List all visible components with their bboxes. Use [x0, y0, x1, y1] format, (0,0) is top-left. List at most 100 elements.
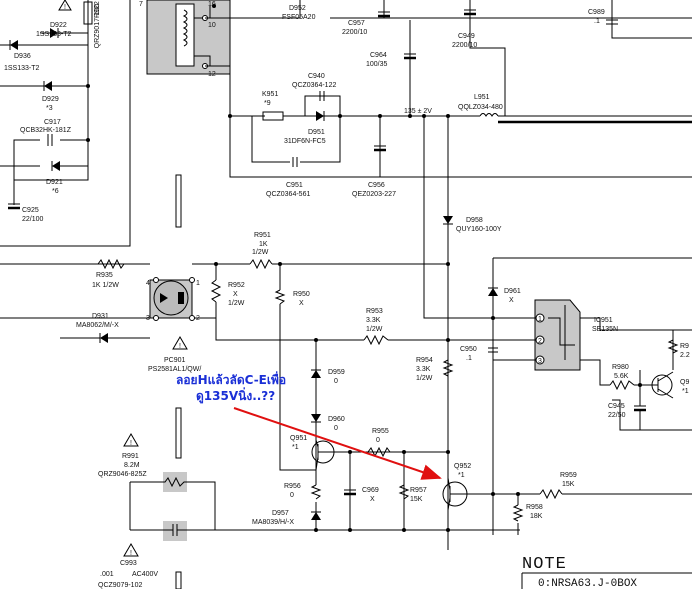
svg-text:0: 0	[290, 492, 294, 499]
resistor-r950	[274, 289, 286, 305]
svg-text:C925: C925	[22, 207, 39, 214]
svg-text:C957: C957	[348, 20, 365, 27]
svg-text:3: 3	[146, 315, 150, 322]
svg-text:QCB32HK-181Z: QCB32HK-181Z	[20, 127, 72, 134]
svg-text:3.3K: 3.3K	[366, 317, 381, 324]
svg-text:R950: R950	[293, 291, 310, 298]
svg-text:QQLZ034-480: QQLZ034-480	[458, 104, 503, 111]
svg-text:C917: C917	[44, 119, 61, 126]
svg-text:22/50: 22/50	[608, 412, 626, 419]
capacitor-c957	[378, 11, 390, 18]
svg-text:15K: 15K	[562, 481, 575, 488]
svg-text:1SS133-T2: 1SS133-T2	[36, 31, 72, 38]
svg-text:1: 1	[196, 280, 200, 287]
resistor-r935	[97, 258, 125, 270]
svg-text:R9: R9	[680, 343, 689, 350]
svg-text:R991: R991	[122, 453, 139, 460]
svg-text:MA8062/M/-X: MA8062/M/-X	[76, 322, 119, 329]
svg-text:C949: C949	[458, 33, 475, 40]
svg-text:C964: C964	[370, 52, 387, 59]
annotation-line-2: ดู135Vนิ่ง..??	[196, 387, 275, 404]
svg-text:AC400V: AC400V	[132, 571, 158, 578]
svg-text:R955: R955	[372, 428, 389, 435]
svg-text:1/2W: 1/2W	[366, 326, 383, 333]
svg-text:R952: R952	[228, 282, 245, 289]
svg-text:D936: D936	[14, 53, 31, 60]
svg-text:16: 16	[208, 1, 216, 8]
svg-text:135 ± 2V: 135 ± 2V	[404, 108, 432, 115]
transformer: 7 16 10 12	[139, 0, 231, 78]
component-labels: D922 1SS133-T2 D936 1SS133-T2 D929 *3 C9…	[4, 1, 690, 589]
svg-text:D958: D958	[466, 217, 483, 224]
resistor-r956	[310, 484, 322, 500]
capacitor-c949	[464, 9, 476, 16]
svg-text:*1: *1	[458, 472, 465, 479]
capacitor-c993	[130, 521, 215, 541]
svg-text:C940: C940	[308, 73, 325, 80]
svg-text:15K: 15K	[410, 496, 423, 503]
svg-text:SE135N: SE135N	[592, 326, 618, 333]
inductor-l951	[479, 113, 499, 117]
optocoupler-pc901: 4 1 3 2	[146, 277, 200, 322]
diode-d931	[60, 333, 150, 343]
svg-text:*1: *1	[682, 388, 689, 395]
svg-text:C969: C969	[362, 487, 379, 494]
diode-d951	[316, 111, 325, 121]
capacitor-c989	[606, 19, 618, 25]
svg-text:0: 0	[334, 425, 338, 432]
warning-triangle-icon: ! ! ! !	[58, 0, 188, 557]
svg-text:*9: *9	[264, 100, 271, 107]
svg-text:X: X	[370, 496, 375, 503]
svg-text:C950: C950	[460, 346, 477, 353]
svg-text:.1: .1	[466, 355, 472, 362]
capacitor-c940	[319, 91, 325, 101]
svg-text:.1: .1	[594, 18, 600, 25]
diode-d929	[43, 81, 52, 91]
svg-text:100/35: 100/35	[366, 61, 388, 68]
svg-text:0: 0	[334, 378, 338, 385]
svg-text:*1: *1	[292, 444, 299, 451]
diode-d959	[311, 369, 321, 378]
capacitor-c964	[404, 53, 416, 60]
svg-text:QCZ0364-122: QCZ0364-122	[292, 82, 336, 89]
svg-text:2: 2	[196, 315, 200, 322]
note-box: NOTE 0:NRSA63.J-0BOX	[521, 555, 692, 589]
svg-text:.001: .001	[100, 571, 114, 578]
capacitor-c950	[488, 347, 498, 353]
svg-text:Q9: Q9	[680, 379, 689, 386]
svg-text:D922: D922	[50, 22, 67, 29]
svg-text:1: 1	[538, 316, 542, 323]
svg-text:*6: *6	[52, 188, 59, 195]
svg-text:C993: C993	[120, 560, 137, 567]
svg-text:X: X	[509, 297, 514, 304]
diode-d936	[9, 40, 18, 50]
svg-text:1K: 1K	[259, 241, 268, 248]
svg-text:!: !	[64, 4, 66, 11]
svg-text:3: 3	[538, 358, 542, 365]
svg-text:R957: R957	[410, 487, 427, 494]
svg-text:C951: C951	[286, 182, 303, 189]
svg-text:QUY160-100Y: QUY160-100Y	[456, 226, 502, 233]
svg-text:2.2: 2.2	[680, 352, 690, 359]
resistor-r958	[512, 504, 524, 522]
transistor-q951	[311, 439, 335, 471]
svg-text:QCZ9079-102: QCZ9079-102	[98, 582, 142, 589]
svg-text:22/100: 22/100	[22, 216, 44, 223]
svg-text:QRZ9046-825Z: QRZ9046-825Z	[98, 471, 147, 478]
svg-text:Q952: Q952	[454, 463, 471, 470]
svg-text:1SS133-T2: 1SS133-T2	[4, 65, 40, 72]
ic-ic951: 1 2 3	[534, 299, 581, 371]
diode-d961	[488, 287, 498, 296]
svg-text:D931: D931	[92, 313, 109, 320]
svg-text:0: 0	[376, 437, 380, 444]
capacitor-c945	[634, 400, 646, 430]
svg-text:1K 1/2W: 1K 1/2W	[92, 282, 119, 289]
resistor-r953	[363, 334, 389, 346]
svg-text:1/2W: 1/2W	[252, 249, 269, 256]
svg-text:Q951: Q951	[290, 435, 307, 442]
svg-text:4: 4	[146, 280, 150, 287]
svg-text:7: 7	[139, 1, 143, 8]
svg-text:1/2W: 1/2W	[228, 300, 245, 307]
svg-text:10: 10	[208, 22, 216, 29]
